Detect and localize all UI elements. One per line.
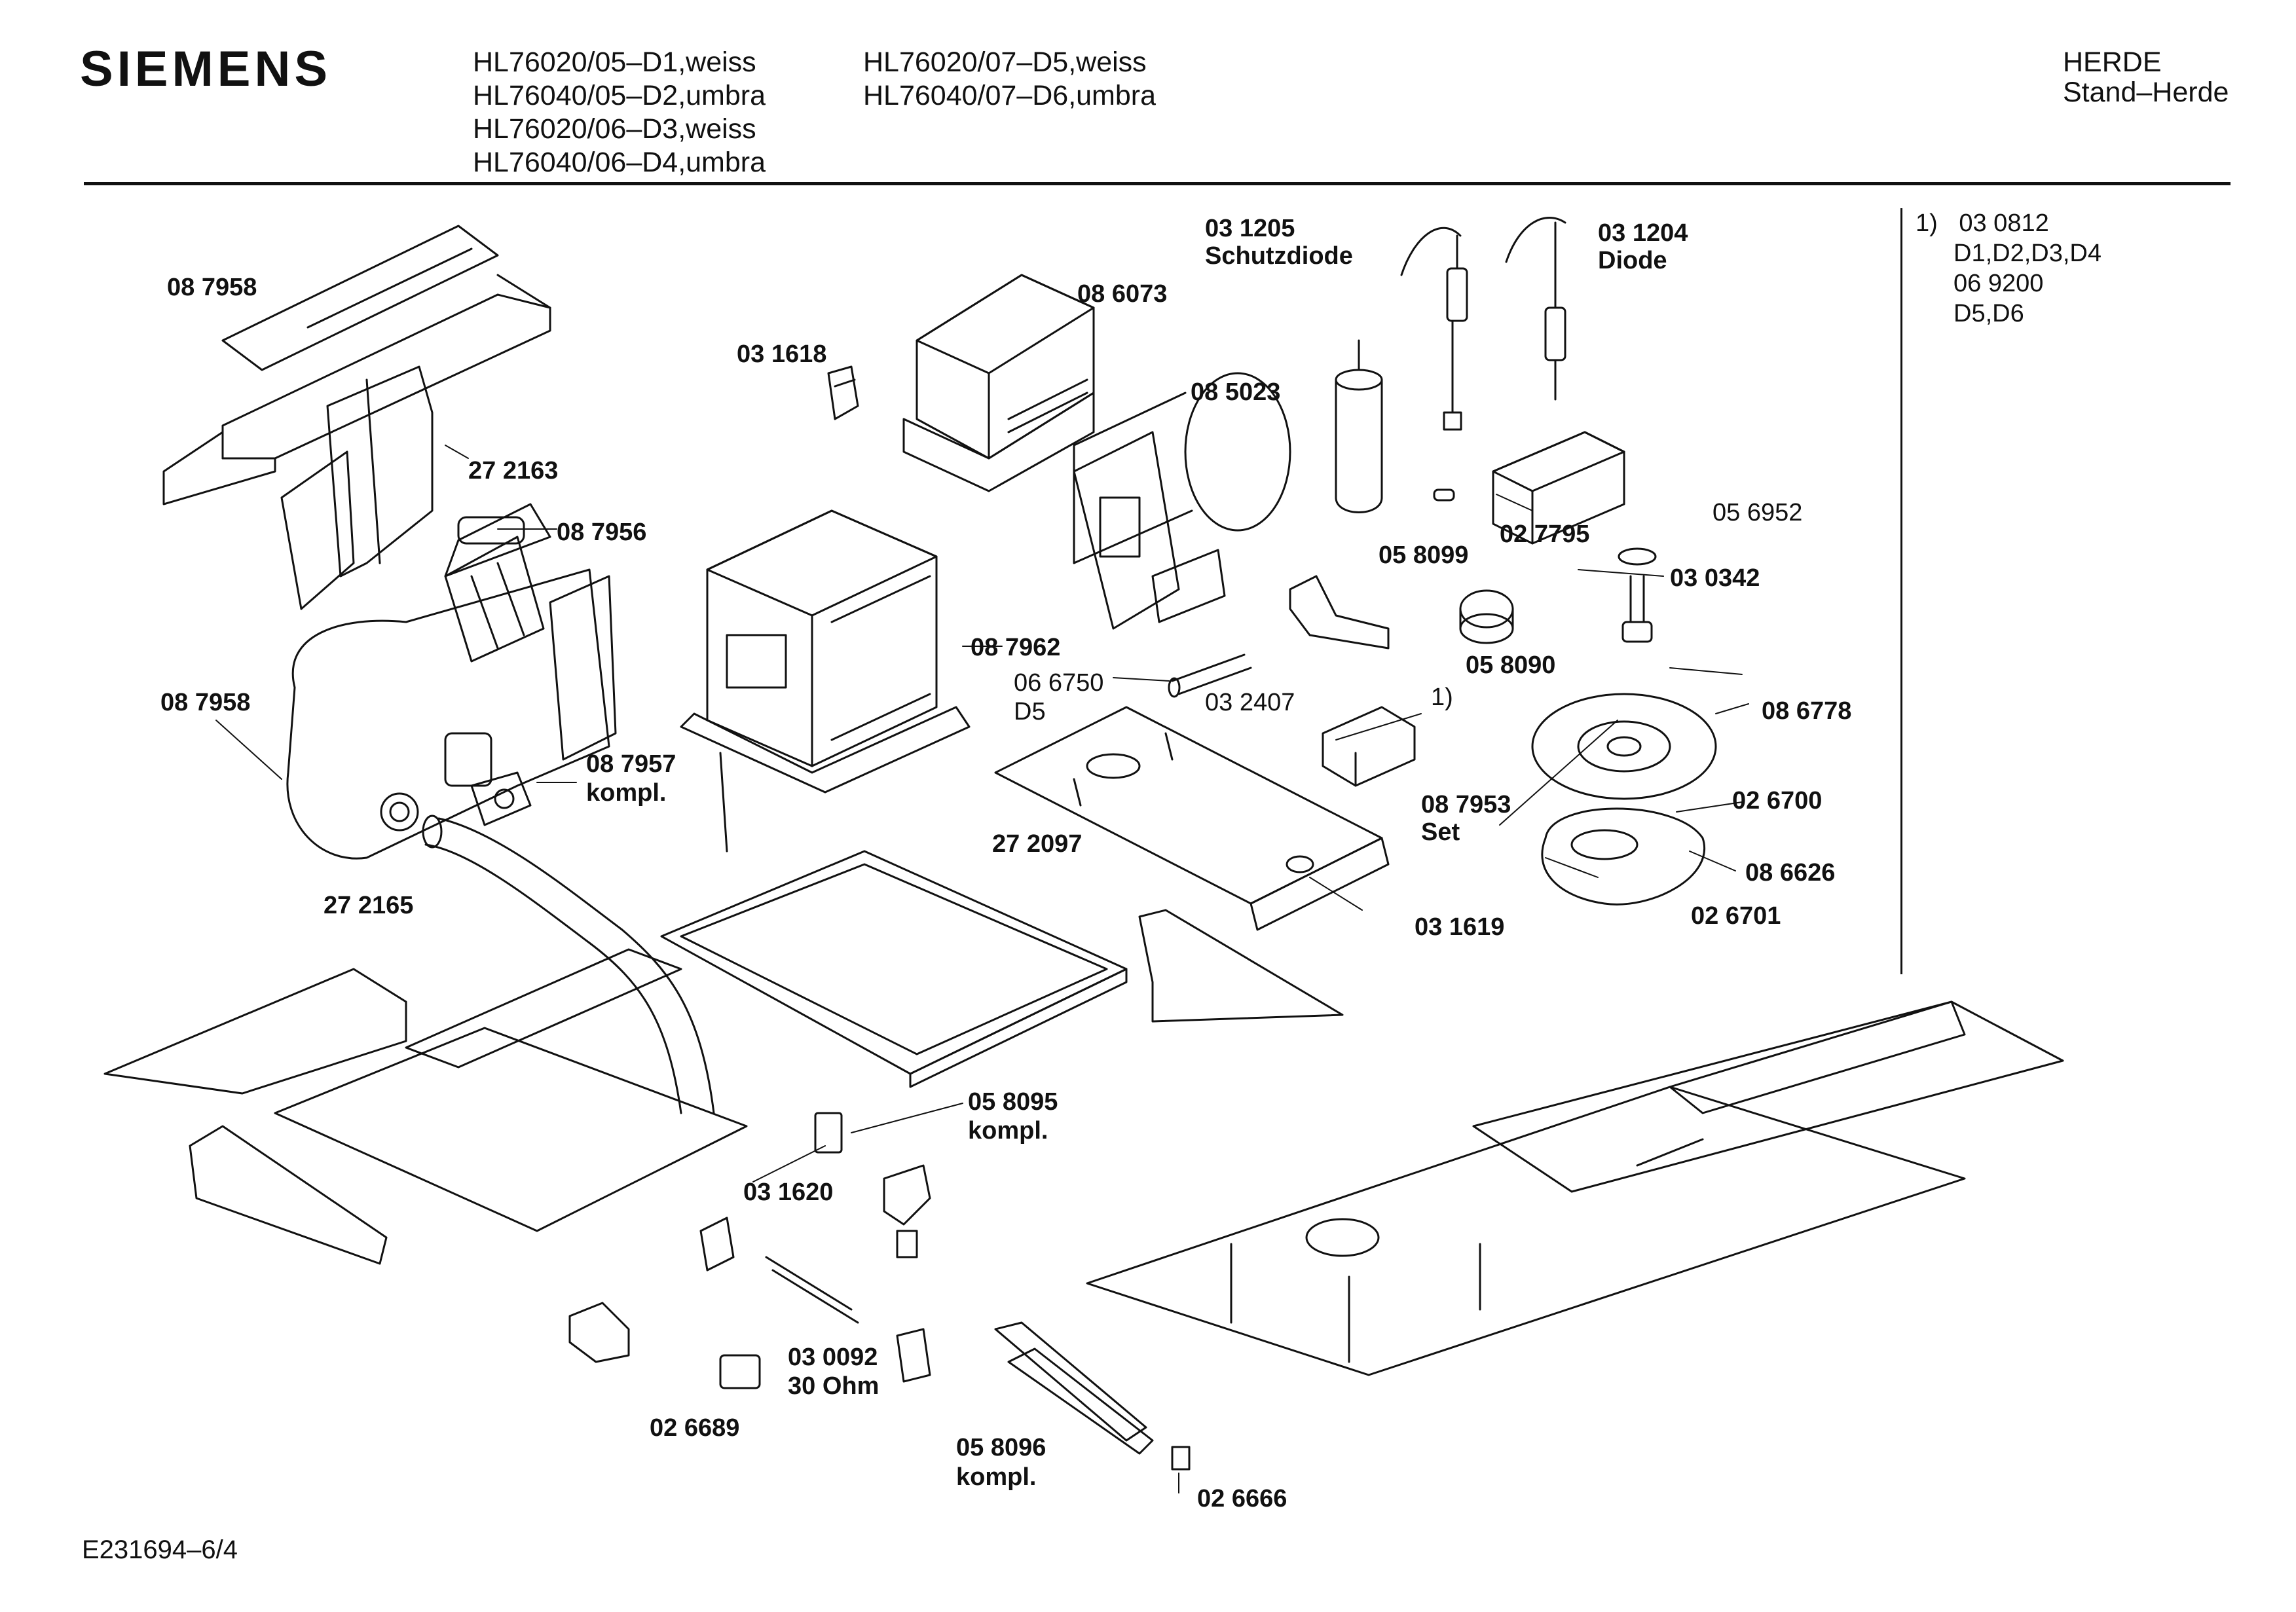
clip-026666 — [1171, 1446, 1191, 1471]
protective-diode — [1400, 227, 1468, 431]
vent-duct — [162, 274, 551, 610]
resistor — [765, 1256, 931, 1383]
small-transformer — [1492, 431, 1625, 545]
model-list-2: HL76020/07–D5,weiss HL76040/07–D6,umbra — [863, 46, 1156, 113]
part-label: 08 7962 — [971, 634, 1061, 661]
part-label: 27 2097 — [992, 830, 1083, 858]
bracket — [1289, 575, 1390, 650]
part-label: 08 6626 — [1745, 859, 1836, 887]
part-label: 05 6952 — [1713, 499, 1803, 526]
document-number: E231694–6/4 — [82, 1535, 238, 1564]
relay — [1322, 706, 1416, 787]
fan-motor — [1073, 372, 1291, 630]
part-label: 08 6073 — [1077, 280, 1168, 308]
part-label: 27 2163 — [468, 457, 559, 485]
terminal-strip — [994, 1321, 1154, 1455]
mounting-plate — [994, 706, 1390, 931]
fan-housing — [444, 503, 551, 663]
model-line: HL76040/05–D2,umbra — [473, 80, 766, 111]
right-base-pan — [1086, 1000, 2064, 1376]
diode — [1505, 217, 1566, 401]
footnote-line: D1,D2,D3,D4 — [1953, 240, 2102, 267]
model-list-1: HL76020/05–D1,weiss HL76040/05–D2,umbra … — [473, 46, 766, 179]
header-rule — [84, 182, 2231, 185]
part-label: 08 7956 — [557, 519, 647, 546]
part-label: 03 2407 — [1205, 689, 1295, 716]
leader-lines — [215, 445, 1749, 1493]
vent-cover-plate — [221, 225, 499, 371]
part-label: D5 — [1014, 698, 1046, 725]
part-label: 02 7795 — [1500, 521, 1590, 548]
clip-bracket — [699, 1217, 735, 1272]
part-label: 05 8090 — [1466, 651, 1556, 679]
part-label: kompl. — [586, 779, 667, 807]
part-label: 02 6701 — [1691, 902, 1781, 930]
part-label: kompl. — [956, 1463, 1037, 1491]
capacitor — [1335, 339, 1383, 513]
part-label: 03 1204 — [1598, 219, 1688, 247]
part-label: 03 1618 — [737, 340, 827, 368]
fuse — [1433, 488, 1455, 502]
footnote-line: 06 9200 — [1953, 270, 2044, 297]
part-label: 08 7957 — [586, 750, 676, 778]
part-label: 02 6689 — [650, 1414, 740, 1442]
part-label: kompl. — [968, 1117, 1048, 1145]
part-label: 30 Ohm — [788, 1372, 880, 1400]
part-label: 08 7958 — [167, 274, 257, 301]
brand-logo: SIEMENS — [80, 41, 332, 97]
part-label: 08 5023 — [1191, 378, 1281, 406]
part-label: 05 8099 — [1379, 541, 1469, 569]
door-switch — [814, 1112, 931, 1258]
shaft-bearing — [1618, 547, 1657, 643]
part-label: 03 0342 — [1670, 564, 1760, 592]
footnote-line: D5,D6 — [1953, 300, 2024, 327]
stirrer-dome — [1541, 807, 1705, 906]
part-label: 05 8095 — [968, 1088, 1058, 1116]
part-label: 03 1620 — [743, 1179, 834, 1206]
part-label: 08 7958 — [160, 689, 251, 716]
model-line: HL76020/06–D3,weiss — [473, 113, 756, 145]
footnote-divider — [1900, 208, 1902, 974]
model-line: HL76040/06–D4,umbra — [473, 147, 766, 178]
category-subtitle: Stand–Herde — [2063, 77, 2229, 108]
category: HERDE Stand–Herde — [2063, 47, 2229, 107]
part-label: 02 6666 — [1197, 1485, 1287, 1512]
category-title: HERDE — [2063, 46, 2162, 78]
footnote-line: 03 0812 — [1959, 210, 2049, 237]
model-line: HL76020/05–D1,weiss — [473, 46, 756, 78]
part-label: Set — [1421, 818, 1460, 846]
air-hose — [422, 815, 715, 1114]
heater-rod — [1168, 653, 1252, 698]
part-label: 1) — [1431, 684, 1453, 711]
part-label: 05 8096 — [956, 1434, 1046, 1461]
model-line: HL76020/07–D5,weiss — [863, 46, 1147, 78]
clip-031618 — [827, 365, 859, 420]
part-label: 27 2165 — [324, 892, 414, 919]
part-label: 03 1619 — [1415, 913, 1505, 941]
footnote: 1) 03 0812 D1,D2,D3,D4 06 9200 D5,D6 — [1916, 208, 2102, 329]
stirrer-disk — [1531, 693, 1717, 800]
part-label: 02 6700 — [1732, 787, 1823, 815]
part-label: Schutzdiode — [1205, 242, 1353, 270]
magnetron — [902, 274, 1095, 492]
footnote-marker: 1) — [1916, 210, 1938, 237]
part-label: 03 0092 — [788, 1344, 878, 1371]
part-label: 03 1205 — [1205, 215, 1295, 242]
thermostat — [1459, 589, 1514, 644]
capacitor-block — [568, 1302, 630, 1363]
terminal-block — [719, 1354, 761, 1389]
part-label: 08 7953 — [1421, 791, 1511, 818]
model-line: HL76040/07–D6,umbra — [863, 80, 1157, 111]
part-label: 06 6750 — [1014, 669, 1104, 697]
support-bracket — [1138, 909, 1344, 1023]
blower-assembly — [286, 568, 617, 860]
part-label: 08 6778 — [1762, 697, 1852, 725]
left-base-pan — [103, 752, 1128, 1265]
part-label: Diode — [1598, 247, 1667, 274]
hv-transformer — [680, 509, 971, 794]
